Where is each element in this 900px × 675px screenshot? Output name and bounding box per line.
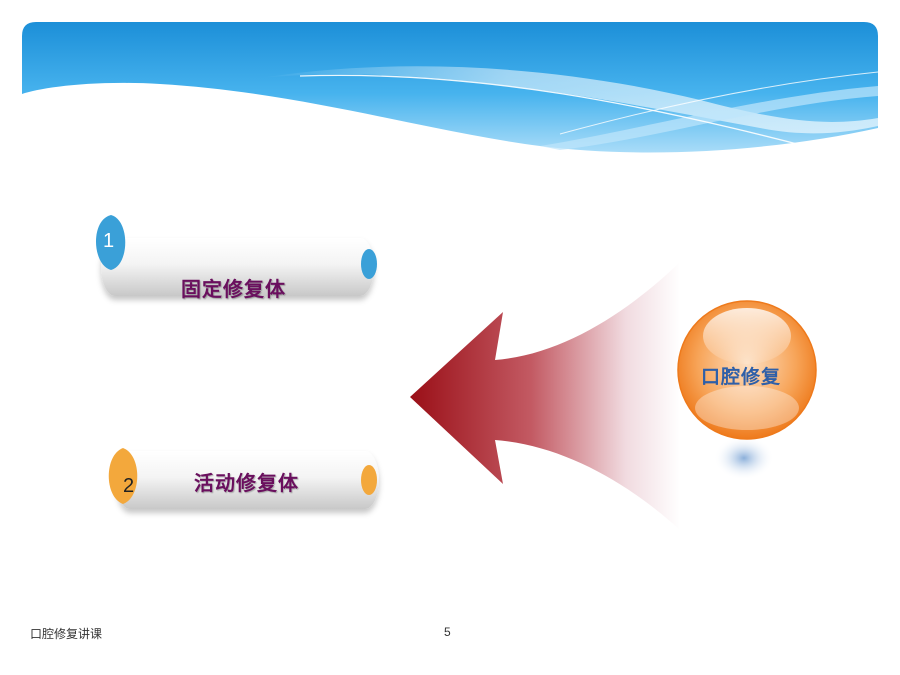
center-topic-label: 口腔修复 xyxy=(701,366,782,388)
pill-1-shape xyxy=(101,238,374,296)
footer-course-title: 口腔修复讲课 xyxy=(30,627,103,641)
item-2-label: 活动修复体 xyxy=(194,471,299,495)
pill-1-left-cap xyxy=(95,215,126,270)
pill-2-right-cap xyxy=(361,465,377,495)
orb-highlight xyxy=(703,308,791,364)
pill-1-right-cap xyxy=(361,249,377,279)
pill-2-left-cap xyxy=(108,448,138,504)
pill-2-shape xyxy=(116,451,379,509)
orb-reflection xyxy=(695,386,799,430)
item-1-label: 固定修复体 xyxy=(181,277,286,301)
header-wave-banner xyxy=(22,22,879,153)
arrow-shape xyxy=(410,262,680,530)
footer-page-number: 5 xyxy=(444,625,451,639)
item-2-number: 2 xyxy=(123,475,135,497)
item-1-number: 1 xyxy=(103,230,115,252)
orb-shadow xyxy=(714,436,774,480)
